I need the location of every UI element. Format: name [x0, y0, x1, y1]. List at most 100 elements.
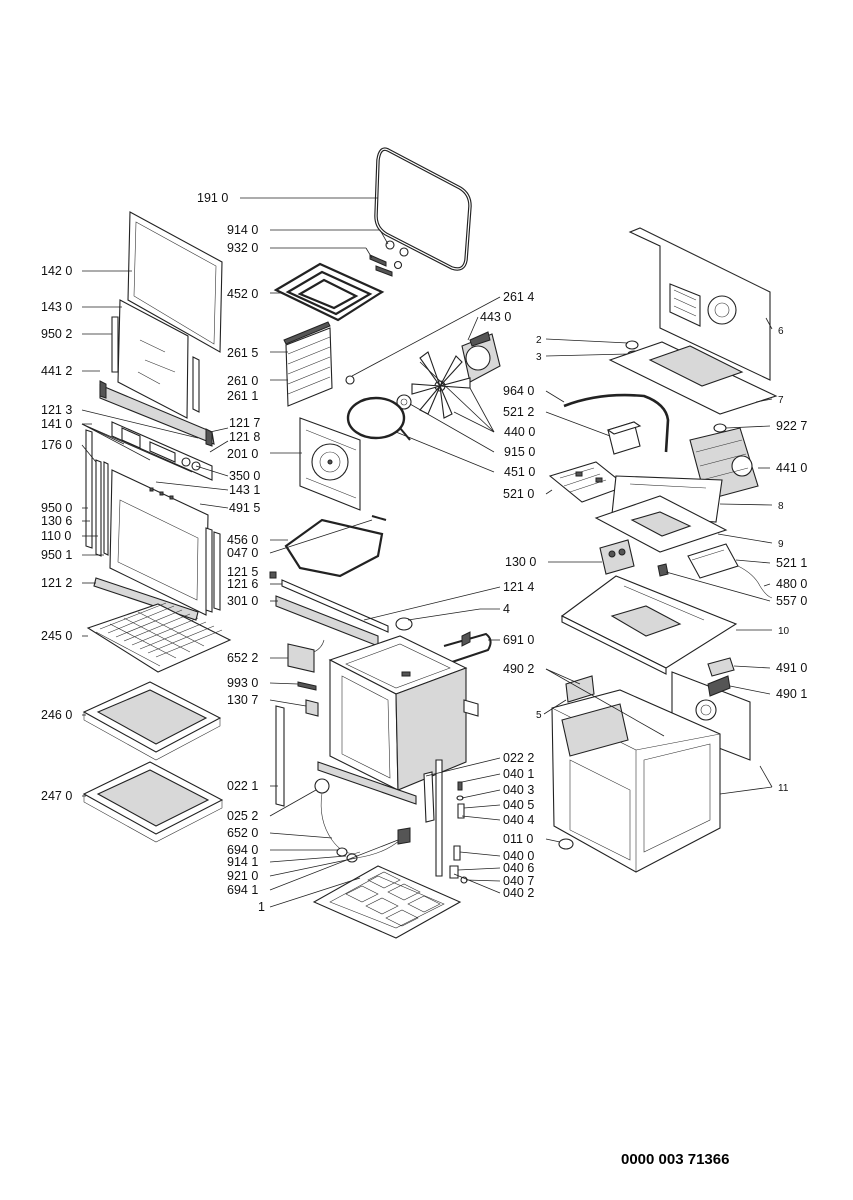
label-246-0: 246 0 [41, 708, 72, 722]
label-915-0: 915 0 [504, 445, 535, 459]
label-10: 10 [778, 626, 790, 637]
label-993-0: 993 0 [227, 676, 258, 690]
label-261-4: 261 4 [503, 290, 534, 304]
oven-base [312, 865, 462, 939]
label-9: 9 [778, 539, 784, 550]
side-runners [283, 321, 333, 407]
label-694-0: 694 0 [227, 843, 258, 857]
label-142-0: 142 0 [41, 264, 72, 278]
label-261-1: 261 1 [227, 389, 258, 403]
oven-lamp [314, 778, 361, 854]
label-261-0: 261 0 [227, 374, 258, 388]
label-922-7: 922 7 [776, 419, 807, 433]
label-121-5: 121 5 [227, 565, 258, 579]
cable-964 [563, 393, 670, 453]
label-11: 11 [778, 783, 789, 794]
label-691-0: 691 0 [503, 633, 534, 647]
label-932-0: 932 0 [227, 241, 258, 255]
label-521-0: 521 0 [503, 487, 534, 501]
label-441-2: 441 2 [41, 364, 72, 378]
door-seal [374, 147, 472, 271]
label-141-0: 141 0 [41, 417, 72, 431]
fixing-nuts [369, 240, 409, 277]
label-025-2: 025 2 [227, 809, 258, 823]
light-switch [287, 639, 325, 673]
board-support-plate [594, 495, 728, 553]
label-110-0: 110 0 [41, 529, 71, 543]
top-back-panel [628, 227, 771, 381]
label-040-4: 040 4 [503, 813, 534, 827]
label-491-5: 491 5 [229, 501, 260, 515]
label-652-0: 652 0 [227, 826, 258, 840]
label-914-1: 914 1 [227, 855, 258, 869]
label-130-6: 130 6 [41, 514, 72, 528]
terminal-block [687, 543, 739, 579]
label-490-1: 490 1 [776, 687, 807, 701]
door-lock-hinge [443, 631, 492, 663]
screw-261-4 [345, 375, 355, 385]
label-3: 3 [536, 352, 542, 363]
fan-motor [461, 331, 501, 383]
label-047-0: 047 0 [227, 546, 258, 560]
label-247-0: 247 0 [41, 789, 72, 803]
label-451-0: 451 0 [504, 465, 535, 479]
label-440-0: 440 0 [504, 425, 535, 439]
circular-heating-element [346, 396, 411, 441]
label-950-1: 950 1 [41, 548, 72, 562]
label-040-0: 040 0 [503, 849, 534, 863]
label-143-0: 143 0 [41, 300, 72, 314]
top-panel [560, 575, 738, 675]
drawing-code: 0000 003 71366 [621, 1151, 729, 1168]
door-side-strip-left [111, 316, 119, 373]
label-7: 7 [778, 395, 784, 406]
grill-pan [82, 761, 224, 843]
label-121-4: 121 4 [503, 580, 534, 594]
label-040-6: 040 6 [503, 861, 534, 875]
top-cover-plate [608, 341, 778, 415]
label-557-0: 557 0 [776, 594, 807, 608]
label-245-0: 245 0 [41, 629, 72, 643]
control-housing-491 [707, 657, 735, 677]
thermostat-bulb [395, 617, 413, 631]
label-011-0: 011 0 [503, 832, 533, 846]
door-top-profile [99, 380, 215, 447]
label-694-1: 694 1 [227, 883, 258, 897]
label-6: 6 [778, 326, 784, 337]
part-labels: 191 0 914 0 932 0 142 0 452 0 143 0 261 … [41, 191, 807, 914]
label-121-6: 121 6 [227, 577, 258, 591]
label-121-2: 121 2 [41, 576, 72, 590]
side-profile-left [275, 705, 285, 807]
cavity-seal-clip [305, 699, 319, 717]
label-040-2: 040 2 [503, 886, 534, 900]
washer-922 [713, 423, 727, 433]
oven-cavity [328, 635, 479, 791]
bottom-heating-element [284, 515, 387, 578]
label-521-2: 521 2 [503, 405, 534, 419]
label-441-0: 441 0 [776, 461, 807, 475]
label-914-0: 914 0 [227, 223, 258, 237]
hinge-right-parts [423, 759, 468, 884]
label-191-0: 191 0 [197, 191, 228, 205]
label-121-7: 121 7 [229, 416, 260, 430]
screw-993-0 [297, 681, 317, 691]
label-022-2: 022 2 [503, 751, 534, 765]
label-4: 4 [503, 602, 510, 616]
filter-490-2 [565, 675, 595, 703]
base-foot-011 [558, 838, 574, 850]
door-side-strip-right [192, 356, 200, 413]
label-950-2: 950 2 [41, 327, 72, 341]
label-1: 1 [258, 900, 265, 914]
label-130-7: 130 7 [227, 693, 258, 707]
baking-tray [82, 681, 222, 761]
label-443-0: 443 0 [480, 310, 511, 324]
lamp-cable [355, 827, 411, 859]
label-143-1: 143 1 [229, 483, 260, 497]
label-261-5: 261 5 [227, 346, 258, 360]
label-121-8: 121 8 [229, 430, 260, 444]
label-301-0: 301 0 [227, 594, 258, 608]
fan-nut [396, 394, 412, 410]
label-040-5: 040 5 [503, 798, 534, 812]
rear-panel-490 [671, 671, 751, 761]
label-921-0: 921 0 [227, 869, 258, 883]
